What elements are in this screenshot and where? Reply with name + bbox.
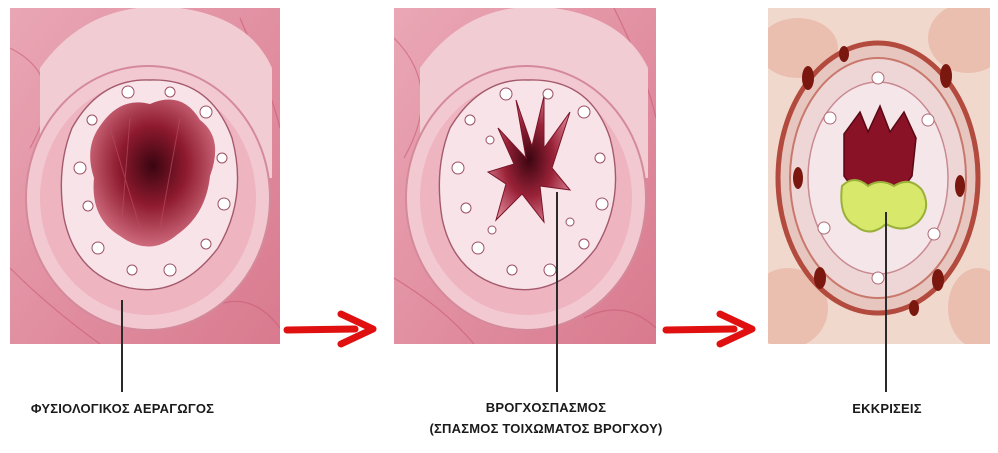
caption-normal-airway-text: ΦΥΣΙΟΛΟΓΙΚΟΣ ΑΕΡΑΓΩΓΟΣ bbox=[31, 401, 214, 416]
leader-line-normal-airway bbox=[121, 300, 123, 392]
caption-secretions-text: ΕΚΚΡΙΣΕΙΣ bbox=[852, 401, 921, 416]
progression-arrow-2 bbox=[662, 310, 757, 353]
caption-normal-airway: ΦΥΣΙΟΛΟΓΙΚΟΣ ΑΕΡΑΓΩΓΟΣ bbox=[0, 398, 245, 419]
progression-arrow-1 bbox=[283, 310, 378, 353]
normal-airway-illustration bbox=[10, 8, 280, 344]
leader-line-secretions bbox=[885, 212, 887, 392]
caption-bronchospasm: ΒΡΟΓΧΟΣΠΑΣΜΟΣ (ΣΠΑΣΜΟΣ ΤΟΙΧΩΜΑΤΟΣ ΒΡΟΓΧΟ… bbox=[398, 397, 694, 439]
caption-bronchospasm-subtitle: (ΣΠΑΣΜΟΣ ΤΟΙΧΩΜΑΤΟΣ ΒΡΟΓΧΟΥ) bbox=[398, 418, 694, 439]
caption-secretions: ΕΚΚΡΙΣΕΙΣ bbox=[817, 398, 957, 419]
caption-bronchospasm-title: ΒΡΟΓΧΟΣΠΑΣΜΟΣ bbox=[398, 397, 694, 418]
bronchospasm-illustration bbox=[394, 8, 656, 344]
leader-line-bronchospasm bbox=[556, 192, 558, 392]
secretions-illustration bbox=[768, 8, 990, 344]
